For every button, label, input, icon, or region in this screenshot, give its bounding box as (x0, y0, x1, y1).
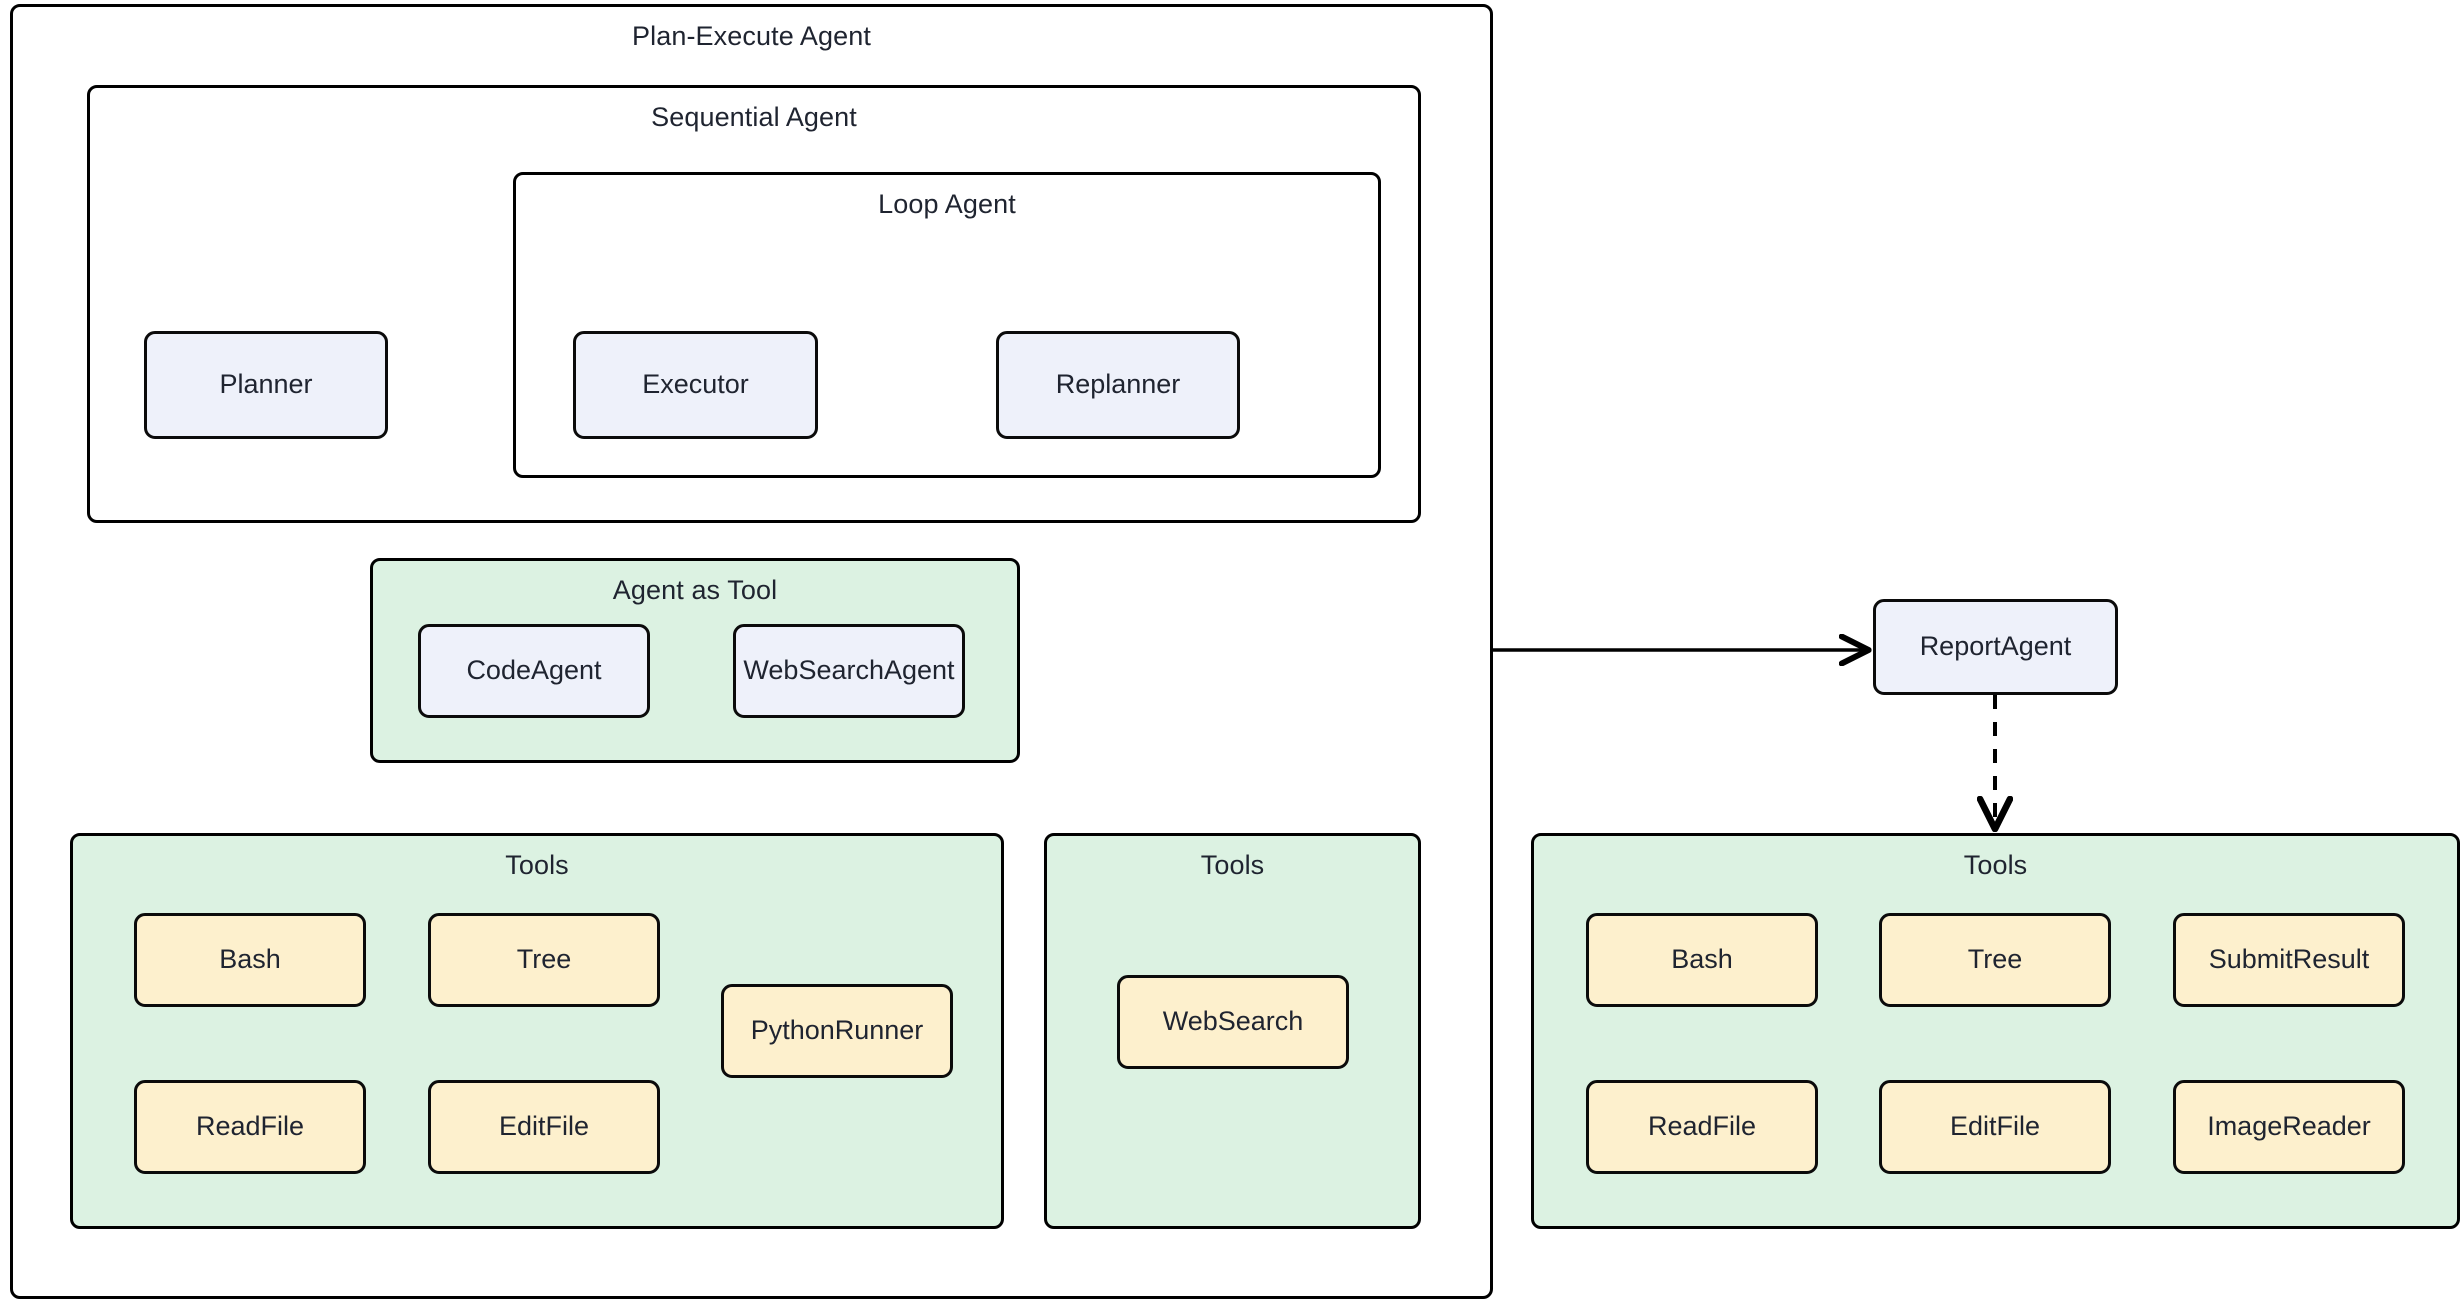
group-loop-agent-title: Loop Agent (878, 189, 1016, 219)
tool-report-editfile[interactable]: EditFile (1879, 1080, 2111, 1174)
tool-label: ReadFile (195, 1111, 305, 1142)
group-tools-websearch-title: Tools (1200, 850, 1265, 880)
tool-report-submitresult[interactable]: SubmitResult (2173, 913, 2405, 1007)
group-tools-code-title: Tools (505, 850, 569, 880)
group-tools-report-title: Tools (1963, 850, 2028, 880)
tool-label: EditFile (498, 1111, 590, 1142)
node-web-search-agent[interactable]: WebSearchAgent (733, 624, 965, 718)
tool-code-tree[interactable]: Tree (428, 913, 660, 1007)
tool-label: ReadFile (1647, 1111, 1757, 1142)
tool-label: ImageReader (2207, 1111, 2371, 1142)
tool-code-editfile[interactable]: EditFile (428, 1080, 660, 1174)
group-plan-execute-agent-title: Plan-Execute Agent (632, 21, 871, 51)
node-web-search-agent-label: WebSearchAgent (743, 655, 955, 686)
node-report-agent-label: ReportAgent (1919, 631, 2072, 662)
tool-websearch[interactable]: WebSearch (1117, 975, 1349, 1069)
tool-report-tree[interactable]: Tree (1879, 913, 2111, 1007)
tool-report-bash[interactable]: Bash (1586, 913, 1818, 1007)
node-replanner-label: Replanner (1055, 369, 1181, 400)
tool-code-pythonrunner[interactable]: PythonRunner (721, 984, 953, 1078)
node-planner[interactable]: Planner (144, 331, 388, 439)
tool-label: SubmitResult (2208, 944, 2370, 975)
node-code-agent[interactable]: CodeAgent (418, 624, 650, 718)
tool-label: Bash (1671, 944, 1733, 975)
tool-report-imagereader[interactable]: ImageReader (2173, 1080, 2405, 1174)
tool-label: PythonRunner (750, 1015, 924, 1046)
tool-code-readfile[interactable]: ReadFile (134, 1080, 366, 1174)
tool-label: Tree (516, 944, 572, 975)
group-sequential-agent-title: Sequential Agent (651, 102, 857, 132)
node-code-agent-label: CodeAgent (466, 655, 602, 686)
node-report-agent[interactable]: ReportAgent (1873, 599, 2118, 695)
node-executor[interactable]: Executor (573, 331, 818, 439)
tool-label: Tree (1967, 944, 2023, 975)
tool-report-readfile[interactable]: ReadFile (1586, 1080, 1818, 1174)
tool-code-bash[interactable]: Bash (134, 913, 366, 1007)
tool-label: WebSearch (1162, 1006, 1304, 1037)
tool-label: EditFile (1949, 1111, 2041, 1142)
tool-label: Bash (219, 944, 281, 975)
group-agent-as-tool-title: Agent as Tool (612, 575, 778, 605)
node-executor-label: Executor (642, 369, 749, 400)
node-planner-label: Planner (219, 369, 313, 400)
node-replanner[interactable]: Replanner (996, 331, 1240, 439)
